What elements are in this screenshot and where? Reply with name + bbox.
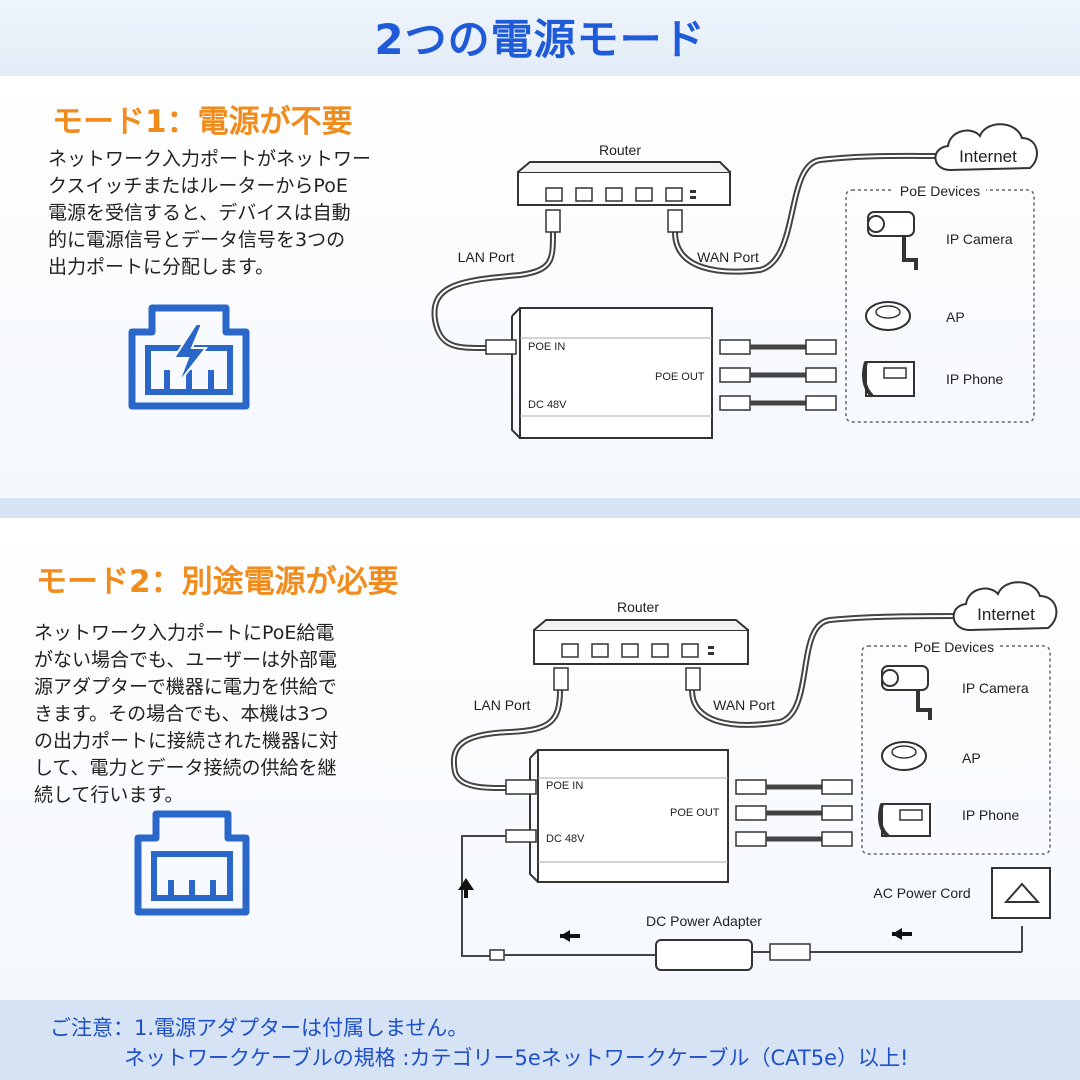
dc-label: DC 48V bbox=[546, 833, 585, 845]
device-ap-label: AP bbox=[946, 309, 965, 325]
router-label: Router bbox=[617, 599, 659, 615]
mode2-network-diagram: Router LAN Port WAN Port POE IN POE OUT … bbox=[430, 572, 1070, 996]
internet-label: Internet bbox=[959, 147, 1017, 166]
dc-label: DC 48V bbox=[528, 399, 567, 411]
mode2-description: ネットワーク入力ポートにPoE給電 がない場合でも、ユーザーは外部電 源アダプタ… bbox=[34, 622, 339, 806]
section-divider bbox=[0, 498, 1080, 518]
device-ip-camera-label: IP Camera bbox=[946, 231, 1013, 247]
ethernet-port-icon bbox=[134, 810, 250, 920]
lan-port-label: LAN Port bbox=[458, 249, 515, 265]
device-ip-phone-label: IP Phone bbox=[962, 807, 1020, 823]
device-ap-label: AP bbox=[962, 750, 981, 766]
poe-out-label: POE OUT bbox=[655, 371, 705, 383]
router-label: Router bbox=[599, 142, 641, 158]
poe-devices-label: PoE Devices bbox=[900, 183, 980, 199]
internet-label: Internet bbox=[977, 605, 1035, 624]
poe-out-label: POE OUT bbox=[670, 807, 720, 819]
poe-in-label: POE IN bbox=[528, 341, 565, 353]
mode1-network-diagram: Router LAN Port WAN Port POE IN POE OUT … bbox=[420, 110, 1060, 454]
note-line-1: ご注意：1.電源アダプターは付属しません。 bbox=[50, 1016, 469, 1040]
device-ip-camera-label: IP Camera bbox=[962, 680, 1029, 696]
ac-power-cord-label: AC Power Cord bbox=[873, 885, 970, 901]
wan-port-label: WAN Port bbox=[697, 249, 759, 265]
device-ip-phone-label: IP Phone bbox=[946, 371, 1004, 387]
header-band bbox=[0, 0, 1080, 76]
mode2-title: モード2：別途電源が必要 bbox=[36, 564, 399, 600]
poe-in-label: POE IN bbox=[546, 780, 583, 792]
lan-port-label: LAN Port bbox=[474, 697, 531, 713]
poe-devices-label: PoE Devices bbox=[914, 639, 994, 655]
wan-port-label: WAN Port bbox=[713, 697, 775, 713]
mode1-title: モード1：電源が不要 bbox=[52, 104, 353, 140]
note-line-2: ネットワークケーブルの規格 :カテゴリー5eネットワークケーブル（CAT5e）以… bbox=[124, 1046, 909, 1070]
footer-note bbox=[0, 1000, 1080, 1080]
ethernet-port-lightning-icon bbox=[128, 304, 250, 414]
mode1-description: ネットワーク入力ポートがネットワー クスイッチまたはルーターからPoE 電源を受… bbox=[48, 148, 372, 278]
page-title: 2つの電源モード bbox=[374, 15, 706, 64]
dc-power-adapter-label: DC Power Adapter bbox=[646, 913, 762, 929]
